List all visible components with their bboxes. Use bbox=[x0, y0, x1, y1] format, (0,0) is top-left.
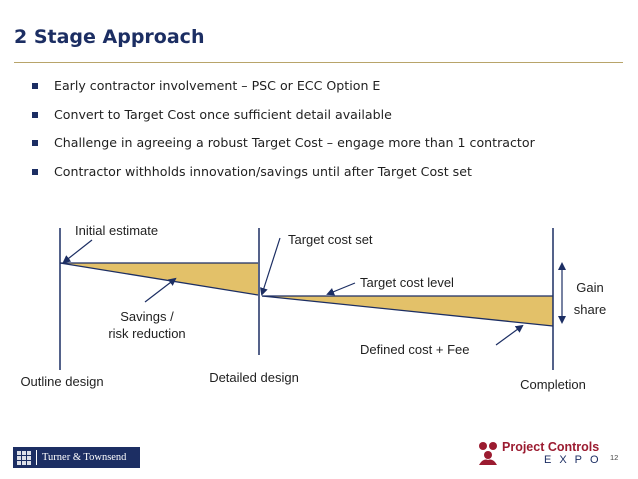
defined-cost-line bbox=[261, 295, 554, 327]
bullet-square-icon bbox=[32, 168, 38, 175]
target-cost-level-label: Target cost level bbox=[360, 275, 454, 290]
gain-share-label-line1: Gain bbox=[576, 280, 603, 295]
savings-trend-line bbox=[59, 262, 259, 296]
savings-label-line1: Savings / bbox=[120, 309, 174, 324]
project-controls-expo-logo: Project Controls EXPO bbox=[478, 439, 618, 471]
detailed-design-label: Detailed design bbox=[209, 370, 299, 385]
bullet-item: Challenge in agreeing a robust Target Co… bbox=[32, 135, 535, 164]
bullet-text: Contractor withholds innovation/savings … bbox=[54, 163, 472, 179]
logo-separator bbox=[36, 450, 37, 465]
target-cost-set-arrow bbox=[260, 237, 281, 296]
outline-design-label: Outline design bbox=[20, 374, 103, 389]
bullet-text: Convert to Target Cost once sufficient d… bbox=[54, 106, 392, 122]
completion-label: Completion bbox=[520, 377, 586, 392]
defined-cost-label: Defined cost + Fee bbox=[360, 342, 469, 357]
bullet-square-icon bbox=[32, 111, 38, 118]
tt-grid-icon bbox=[17, 450, 31, 465]
expo-title: Project Controls bbox=[502, 440, 600, 454]
target-cost-level-arrow bbox=[326, 282, 356, 296]
expo-subtitle: EXPO bbox=[544, 454, 607, 466]
slide-title: 2 Stage Approach bbox=[14, 26, 205, 48]
page-number: 12 bbox=[610, 453, 619, 462]
turner-townsend-logo: Turner & Townsend bbox=[13, 447, 140, 468]
bullet-item: Convert to Target Cost once sufficient d… bbox=[32, 107, 535, 136]
bullet-text: Early contractor involvement – PSC or EC… bbox=[54, 78, 381, 93]
bullet-text: Challenge in agreeing a robust Target Co… bbox=[54, 135, 535, 150]
bullet-item: Contractor withholds innovation/savings … bbox=[32, 164, 535, 193]
people-icon bbox=[479, 442, 497, 465]
defined-cost-arrow bbox=[495, 324, 524, 346]
bullet-square-icon bbox=[32, 140, 38, 146]
bullet-item: Early contractor involvement – PSC or EC… bbox=[32, 78, 535, 107]
target-cost-set-label: Target cost set bbox=[288, 232, 373, 247]
tt-logo-text: Turner & Townsend bbox=[42, 452, 127, 463]
bullet-square-icon bbox=[32, 83, 38, 89]
title-divider bbox=[14, 62, 623, 63]
initial-estimate-label: Initial estimate bbox=[75, 223, 158, 238]
bullet-list: Early contractor involvement – PSC or EC… bbox=[32, 78, 535, 192]
gain-share-label-line2: share bbox=[574, 302, 607, 317]
savings-label-line2: risk reduction bbox=[108, 326, 185, 341]
initial-estimate-arrow bbox=[62, 239, 93, 264]
savings-arrow bbox=[144, 277, 177, 303]
